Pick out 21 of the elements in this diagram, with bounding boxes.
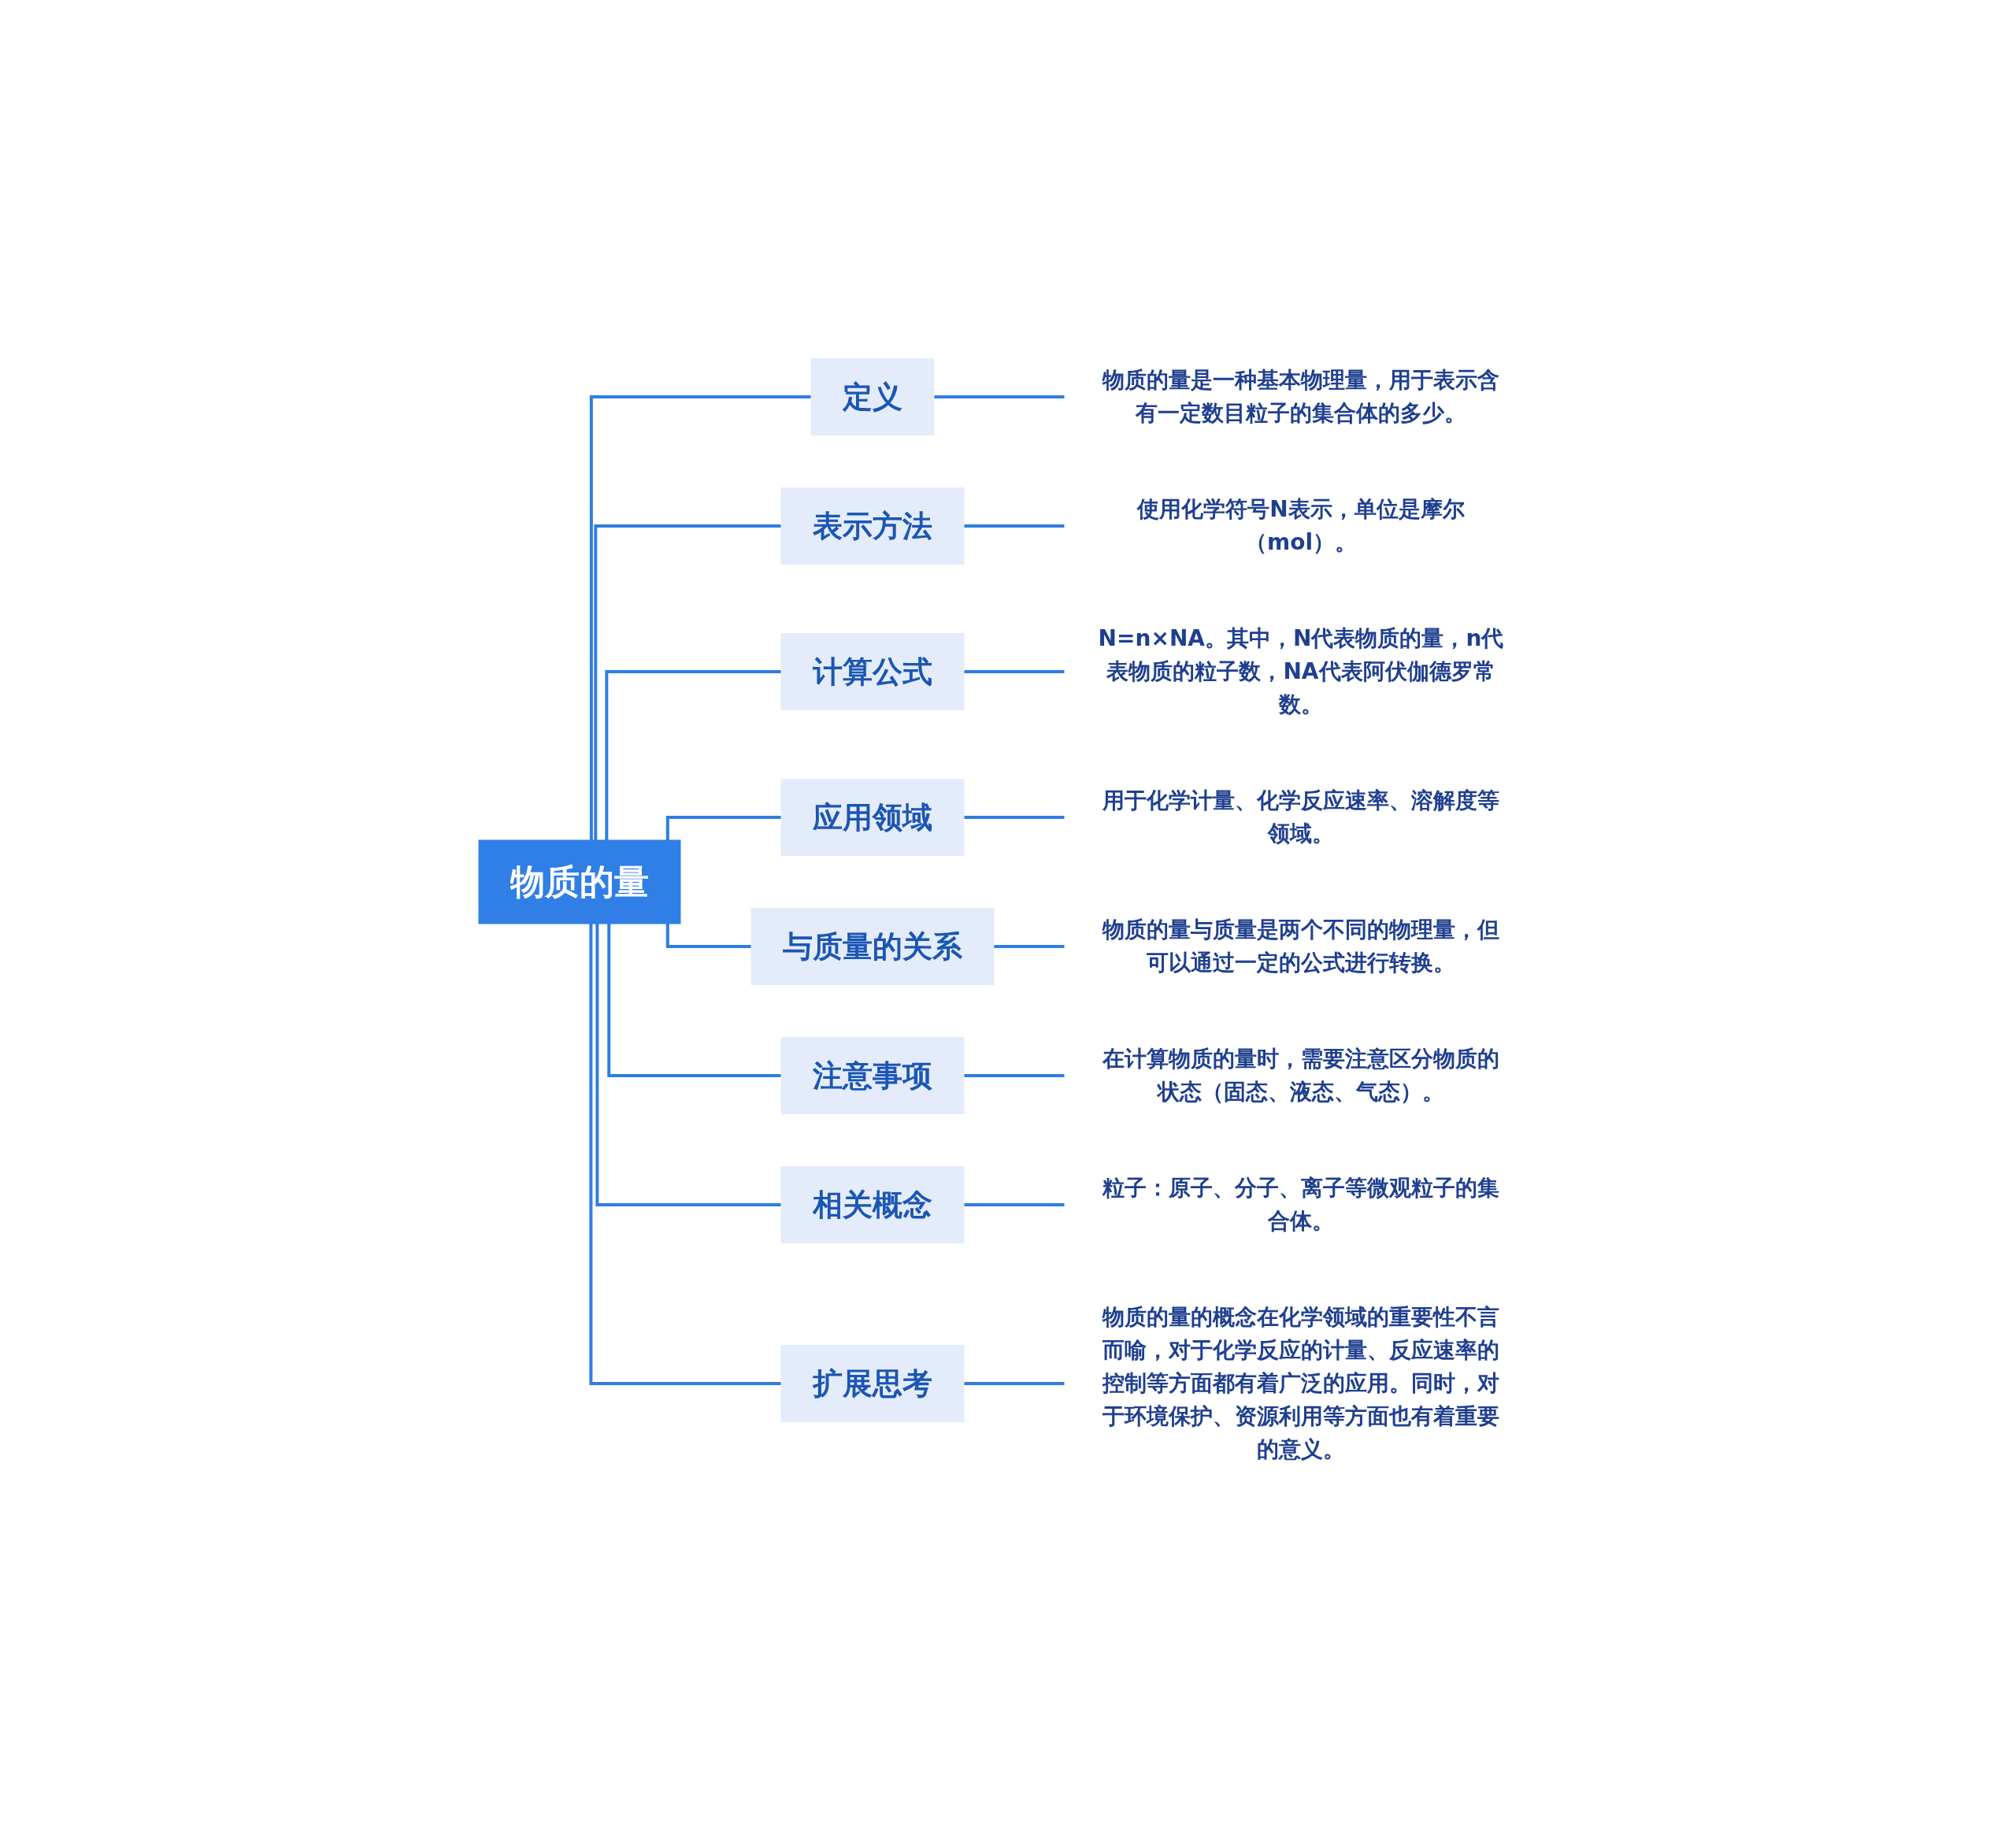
- node-text: 物质的量是一种基本物理量，用于表示含有一定数目粒子的集合体的多少。: [1102, 367, 1499, 426]
- connector: [595, 924, 781, 1206]
- node-text: 用于化学计量、化学反应速率、溶解度等领域。: [1102, 787, 1499, 846]
- node-box: 注意事项: [780, 1037, 965, 1114]
- connector: [665, 924, 751, 948]
- connector: [594, 524, 781, 840]
- connector: [589, 924, 781, 1385]
- node-box: 计算公式: [780, 633, 965, 710]
- node-text: 物质的量的概念在化学领域的重要性不言而喻，对于化学反应的计量、反应速率的控制等方面都有着广泛的应用。同时，对于环境保护、资源利用等方面也有着重要的意义。: [1102, 1304, 1499, 1462]
- node-box: 表示方法: [780, 487, 965, 565]
- node-text: 在计算物质的量时，需要注意区分物质的状态（固态、液态、气态）。: [1102, 1046, 1499, 1105]
- connector: [589, 395, 811, 840]
- node-text: 使用化学符号N表示，单位是摩尔（mol）。: [1137, 496, 1465, 555]
- node-box: 与质量的关系: [750, 908, 995, 985]
- node-text: 粒子：原子、分子、离子等微观粒子的集合体。: [1102, 1175, 1499, 1234]
- node-text: N=n×NA。其中，N代表物质的量，n代表物质的粒子数，NA代表阿伏伽德罗常数。: [1098, 625, 1504, 717]
- connector: [605, 670, 781, 840]
- connector: [665, 816, 781, 840]
- node-text: 物质的量与质量是两个不同的物理量，但可以通过一定的公式进行转换。: [1102, 917, 1499, 976]
- node-box: 应用领域: [780, 779, 965, 856]
- connector: [607, 924, 781, 1077]
